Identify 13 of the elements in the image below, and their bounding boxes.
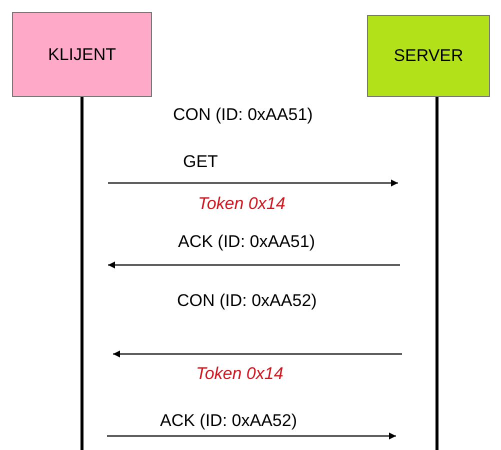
token-label: Token 0x14: [196, 364, 284, 384]
edge-label: ACK (ID: 0xAA52): [160, 411, 297, 431]
message-arrow: [113, 350, 402, 358]
token-label: Token 0x14: [198, 194, 286, 214]
message-label: CON (ID: 0xAA52): [177, 291, 317, 311]
participant-box: SERVER: [367, 15, 490, 97]
message-arrow: [108, 262, 400, 268]
edge-label: GET: [183, 152, 218, 172]
edge-label: ACK (ID: 0xAA51): [178, 232, 315, 252]
participant-box: KLIJENT: [12, 12, 152, 97]
message-label: CON (ID: 0xAA51): [173, 105, 313, 125]
message-arrow: [108, 180, 398, 186]
message-arrow: [107, 432, 396, 440]
